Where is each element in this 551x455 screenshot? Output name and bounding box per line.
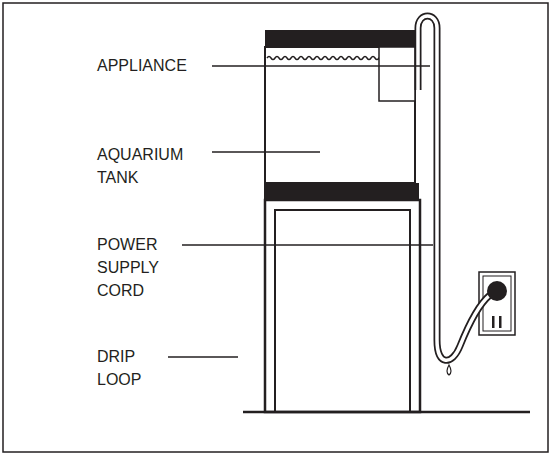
power-cord-outline — [418, 16, 490, 360]
tank-lid — [265, 30, 415, 47]
callout-label: DRIP LOOP — [97, 345, 157, 391]
stand-outer — [265, 200, 420, 412]
appliance-body — [379, 47, 415, 101]
plug-head — [487, 281, 507, 301]
water-drip — [447, 365, 451, 375]
frame-border — [3, 3, 548, 452]
callout-label: AQUARIUM TANK — [97, 143, 192, 189]
outlet-plate — [483, 276, 511, 331]
outlet-slot — [499, 316, 502, 328]
callout-label: APPLIANCE — [97, 54, 227, 77]
power-cord-core — [418, 16, 490, 360]
tank-body — [265, 47, 415, 183]
stand-inner — [275, 210, 410, 412]
leader-line — [168, 356, 238, 357]
leader-line — [212, 65, 430, 66]
outlet-slot — [492, 316, 495, 328]
callout-label: POWER SUPPLY CORD — [97, 233, 192, 302]
leader-line — [182, 244, 433, 245]
leader-line — [212, 151, 320, 152]
tank-base — [264, 183, 419, 200]
